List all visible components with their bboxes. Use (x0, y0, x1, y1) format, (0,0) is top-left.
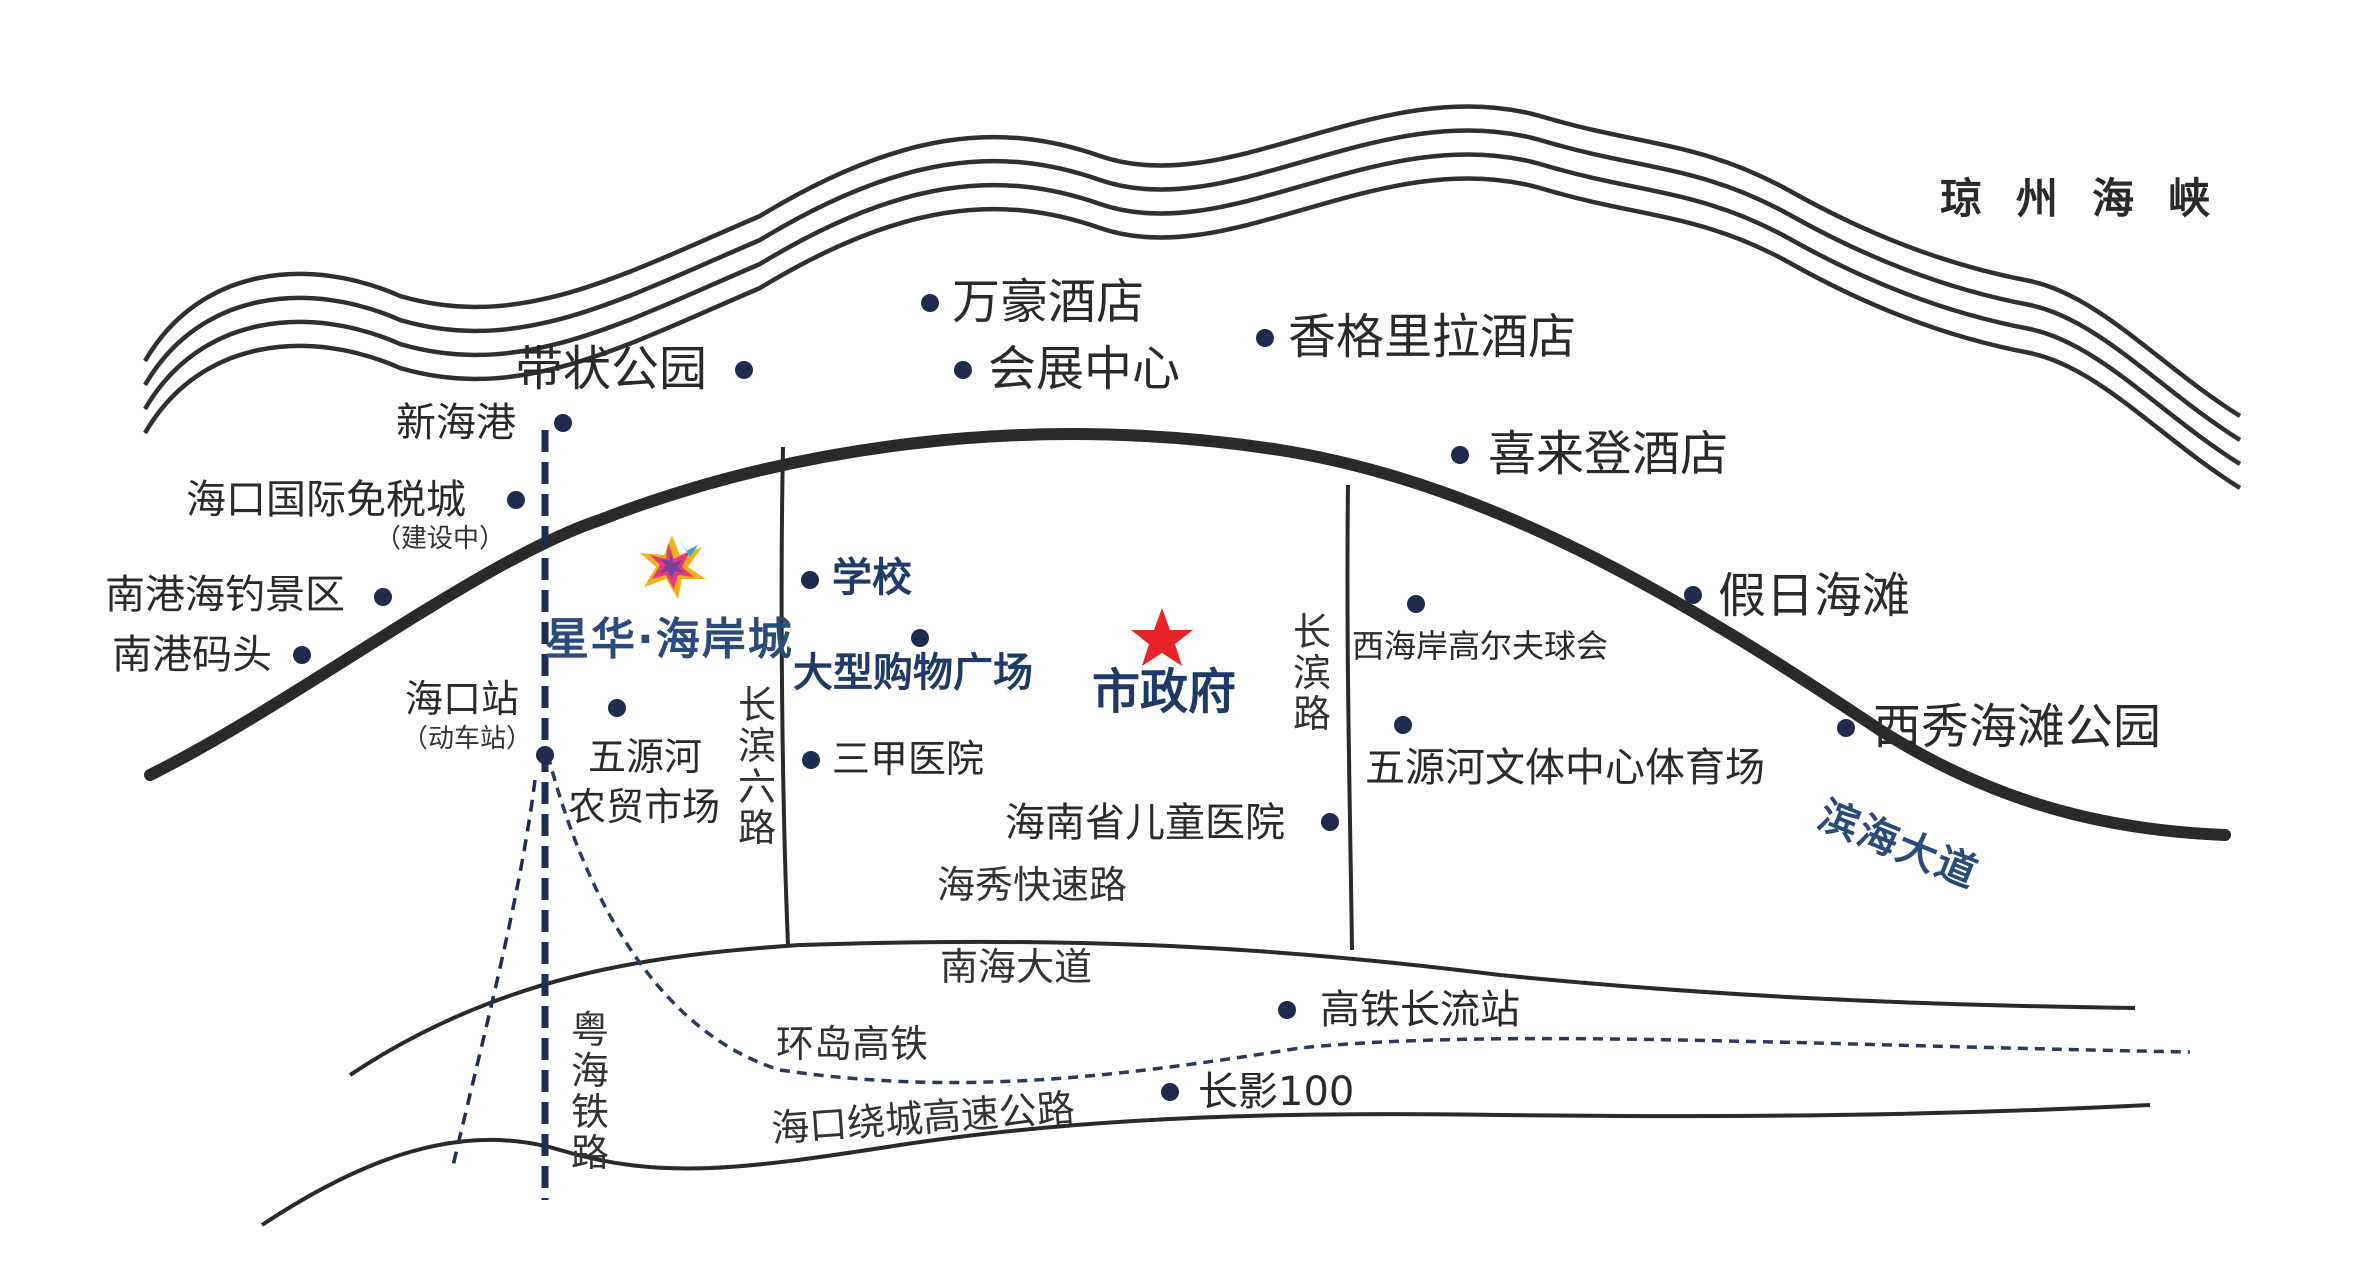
poi-hospital: 三甲医院 (832, 737, 985, 781)
location-dot-icon (536, 746, 554, 764)
poi-convention-center: 会展中心 (988, 341, 1181, 397)
location-dot-icon (1684, 586, 1702, 604)
poi-haikou-station: 海口站 (405, 677, 520, 721)
strait-waves (143, 104, 2242, 490)
road-haixiu-express: 海秀快速路 (937, 863, 1128, 907)
location-dot-icon (1394, 716, 1412, 734)
road-changbin-6: 长滨六路 (737, 683, 776, 851)
railway-branch-line (450, 779, 537, 1171)
island-railway-line (546, 754, 2191, 1085)
location-dot-icon (1161, 1083, 1179, 1101)
location-dot-icon (735, 361, 753, 379)
location-dot-icon (1321, 813, 1339, 831)
poi-wuyuan-sports: 五源河文体中心体育场 (1365, 745, 1765, 791)
location-dot-icon (554, 414, 572, 432)
location-dot-icon (802, 751, 820, 769)
xinghua-logo-icon (640, 535, 706, 599)
location-dot-icon (1837, 719, 1855, 737)
poi-xinhai-port: 新海港 (396, 400, 516, 446)
location-dot-icon (1278, 1001, 1296, 1019)
poi-wuyuan-market-1: 五源河 (588, 735, 703, 779)
changbin-6-road (779, 446, 790, 946)
poi-sheraton: 喜来登酒店 (1488, 426, 1729, 482)
poi-wanhao-hotel: 万豪酒店 (952, 274, 1145, 330)
poi-xixiu-park: 西秀海滩公园 (1873, 699, 2162, 755)
binhai-avenue-road (144, 428, 2231, 841)
road-changbin: 长滨路 (1292, 610, 1331, 737)
poi-duty-free: 海口国际免税城 (186, 477, 466, 523)
poi-nangang-pier: 南港码头 (112, 632, 272, 678)
poi-nangang-fishing: 南港海钓景区 (105, 572, 345, 618)
poi-haikou-station-note: （动车站） (402, 724, 533, 754)
nanhai-avenue-road (348, 939, 2136, 1077)
road-nanhai-avenue: 南海大道 (940, 945, 1093, 989)
poi-wuyuan-market-2: 农贸市场 (568, 785, 721, 829)
poi-daizhuang-park: 带状公园 (515, 341, 708, 397)
ring-expressway-road (260, 1103, 2151, 1227)
location-dot-icon (507, 491, 525, 509)
road-island-railway: 环岛高铁 (776, 1022, 929, 1066)
location-dot-icon (1256, 329, 1274, 347)
location-dot-icon (954, 361, 972, 379)
poi-city-government: 市政府 (1092, 664, 1237, 720)
strait-label: 琼州海峡 (1940, 174, 2245, 223)
road-yuehai-railway: 粤海铁路 (570, 1008, 609, 1176)
poi-hsr-station: 高铁长流站 (1320, 987, 1520, 1033)
location-dot-icon (293, 646, 311, 664)
changbin-road (1345, 484, 1354, 951)
poi-shangri-la: 香格里拉酒店 (1288, 309, 1577, 365)
project-name: 星华·海岸城 (545, 614, 794, 665)
poi-holiday-beach: 假日海滩 (1718, 568, 1911, 624)
location-dot-icon (608, 699, 626, 717)
poi-school: 学校 (832, 555, 912, 601)
location-dot-icon (921, 294, 939, 312)
location-dot-icon (1407, 595, 1425, 613)
red-star-icon (1131, 608, 1193, 666)
location-dot-icon (1451, 446, 1469, 464)
poi-dots (293, 294, 1855, 1101)
poi-shopping: 大型购物广场 (793, 650, 1033, 696)
location-dot-icon (911, 629, 929, 647)
poi-changying: 长影100 (1198, 1069, 1355, 1115)
poi-duty-free-note: （建设中） (375, 524, 506, 554)
poi-children-hospital: 海南省儿童医院 (1005, 800, 1285, 846)
poi-golf-club: 西海岸高尔夫球会 (1352, 627, 1609, 665)
location-dot-icon (801, 571, 819, 589)
location-dot-icon (374, 588, 392, 606)
